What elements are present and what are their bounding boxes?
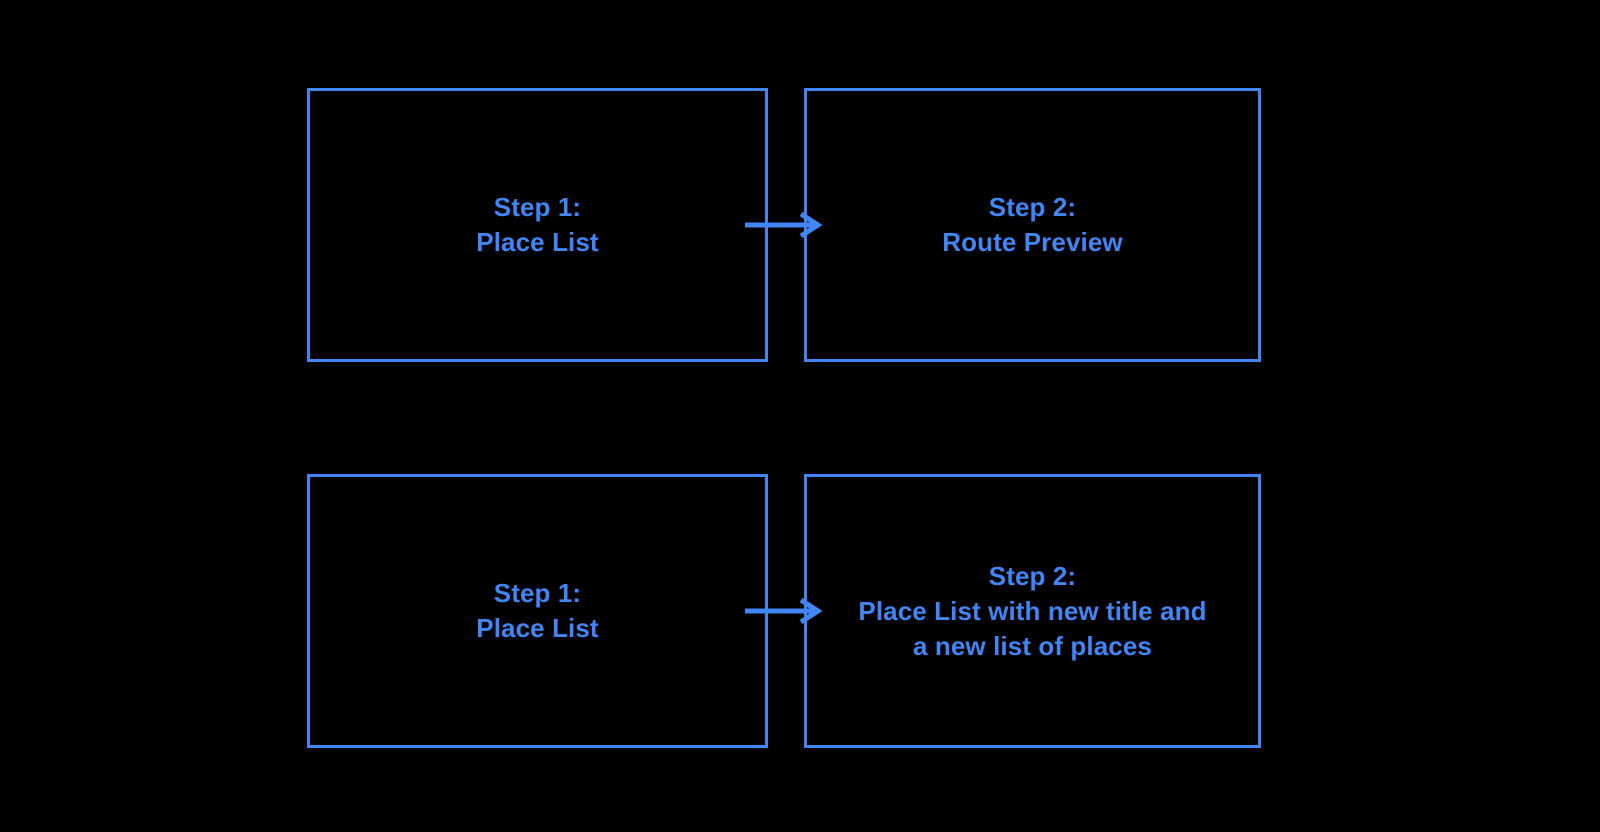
step-box-label: Step 1: Place List <box>476 192 599 257</box>
step-box-step1-place-list-top[interactable]: Step 1: Place List <box>307 88 768 362</box>
step-box-step2-place-list-updated[interactable]: Step 2: Place List with new title and a … <box>804 474 1261 748</box>
step-box-label: Step 1: Place List <box>476 578 599 643</box>
step-box-step2-route-preview[interactable]: Step 2: Route Preview <box>804 88 1261 362</box>
step-box-label: Step 2: Place List with new title and a … <box>858 560 1207 661</box>
flow-row-place-list-update: Step 1: Place List Step 2: Place List wi… <box>0 474 1600 752</box>
flow-row-route-preview: Step 1: Place List Step 2: Route Preview <box>0 88 1600 366</box>
step-box-label: Step 2: Route Preview <box>942 192 1123 257</box>
step-box-step1-place-list-bottom[interactable]: Step 1: Place List <box>307 474 768 748</box>
